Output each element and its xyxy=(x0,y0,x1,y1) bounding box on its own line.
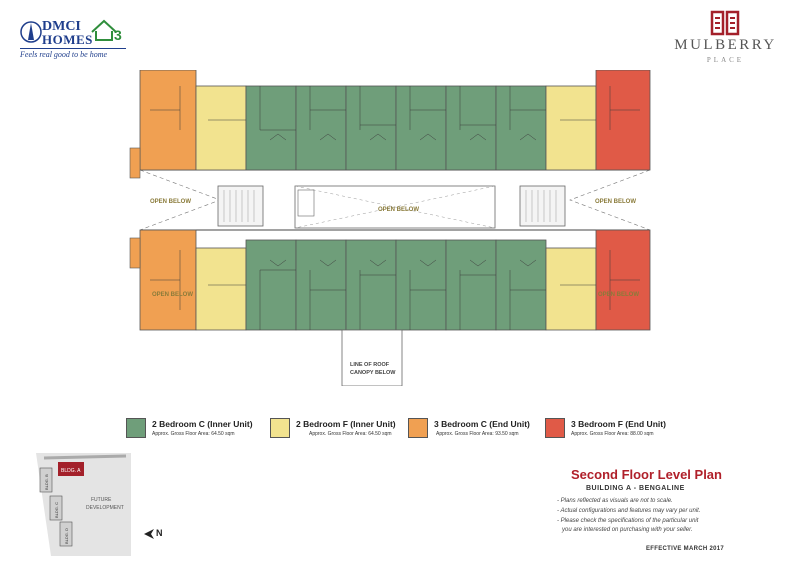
legend-swatch-3br-c xyxy=(408,418,428,438)
open-below-sw-label: OPEN BELOW xyxy=(152,292,193,298)
future-development-line1: FUTURE xyxy=(91,497,112,503)
roof-canopy-label-line2: CANOPY BELOW xyxy=(350,370,396,376)
roof-canopy-label-line1: LINE OF ROOF xyxy=(350,362,390,368)
bldg-a-label: BLDG. A xyxy=(61,468,81,474)
bldg-c-label: BLDG. C xyxy=(54,502,59,518)
legend-area-2br-c: Approx. Gross Floor Area: 64.50 sqm xyxy=(152,431,235,437)
legend-swatch-2br-f xyxy=(270,418,290,438)
unit-row-south xyxy=(129,229,651,331)
unit-2br-c-n6 xyxy=(495,85,547,171)
plan-corridor xyxy=(139,169,651,231)
project-subname: PLACE xyxy=(706,56,745,64)
legend-swatch-3br-f xyxy=(545,418,565,438)
project-name: MULBERRY xyxy=(674,37,777,53)
open-below-right-label: OPEN BELOW xyxy=(595,199,636,205)
dmci-emblem-icon xyxy=(20,21,42,43)
unit-2br-c-s3 xyxy=(345,239,397,331)
unit-2br-f-se xyxy=(545,247,597,331)
note-4: you are interested on purchasing with yo… xyxy=(562,527,693,533)
floor-plan: OPEN BELOW OPEN BELOW OPEN BELOW OPEN BE… xyxy=(129,70,651,386)
north-label: N xyxy=(156,528,163,538)
dmci-wordmark: DMCI HOMES xyxy=(42,19,93,47)
legend-area-2br-f: Approx. Gross Floor Area: 64.50 sqm xyxy=(309,431,392,437)
dmci-rule xyxy=(20,48,126,49)
bldg-b-block xyxy=(39,467,53,493)
legend-area-3br-c: Approx. Gross Floor Area: 93.50 sqm xyxy=(436,431,519,437)
plan-title: Second Floor Level Plan xyxy=(571,467,722,482)
open-below-se-label: OPEN BELOW xyxy=(598,292,639,298)
unit-2br-c-s1 xyxy=(245,239,297,331)
mulberry-place-logo: MULBERRY PLACE xyxy=(668,10,783,72)
legend-swatch-2br-c xyxy=(126,418,146,438)
unit-2br-f-ne xyxy=(545,85,597,171)
bldg-b-label: BLDG. B xyxy=(44,474,49,490)
open-below-center-label: OPEN BELOW xyxy=(378,207,419,213)
note-3: - Please check the specifications of the… xyxy=(557,518,699,524)
unit-2br-c-s2 xyxy=(295,239,347,331)
unit-row-north xyxy=(129,70,651,179)
legend-title-2br-f: 2 Bedroom F (Inner Unit) xyxy=(296,419,396,429)
note-1: - Plans reflected as visuals are not to … xyxy=(557,498,673,504)
note-2: - Actual configurations and features may… xyxy=(557,508,701,514)
dmci-homes-logo: DMCI HOMES 3 Feels real good to be home xyxy=(20,18,130,64)
bldg-d-label: BLDG. D xyxy=(64,528,69,544)
north-arrow-icon xyxy=(144,529,154,539)
unit-2br-c-s5 xyxy=(445,239,497,331)
unit-2br-c-n4 xyxy=(395,85,447,171)
unit-2br-c-s6 xyxy=(495,239,547,331)
unit-2br-c-n3 xyxy=(345,85,397,171)
effective-date: EFFECTIVE MARCH 2017 xyxy=(646,546,725,552)
legend-title-3br-c: 3 Bedroom C (End Unit) xyxy=(434,419,530,429)
open-below-left-label: OPEN BELOW xyxy=(150,199,191,205)
bldg-a-block xyxy=(58,462,84,476)
dmci-tagline: Feels real good to be home xyxy=(20,50,108,59)
house-icon: 3 xyxy=(91,19,122,43)
unit-2br-f-nw xyxy=(195,85,247,171)
roof-canopy xyxy=(341,329,403,386)
dmci-name-line2: HOMES xyxy=(42,32,93,47)
bldg-c-block xyxy=(49,495,63,521)
unit-3br-c-nw xyxy=(139,70,197,171)
location-map: BLDG. A BLDG. B BLDG. C BLDG. D FUTURE D… xyxy=(36,453,131,556)
unit-2br-c-s4 xyxy=(395,239,447,331)
north-arrow: N xyxy=(142,527,172,543)
unit-2br-f-sw xyxy=(195,247,247,331)
legend-area-3br-f: Approx. Gross Floor Area: 88.00 sqm xyxy=(571,431,654,437)
unit-2br-c-n2 xyxy=(295,85,347,171)
unit-2br-c-n1 xyxy=(245,85,297,171)
svg-text:3: 3 xyxy=(114,27,122,43)
dmci-name-line1: DMCI xyxy=(42,19,81,34)
legend-title-2br-c: 2 Bedroom C (Inner Unit) xyxy=(152,419,253,429)
future-development-line2: DEVELOPMENT xyxy=(86,505,124,511)
unit-2br-c-n5 xyxy=(445,85,497,171)
mulberry-emblem-icon xyxy=(710,10,740,36)
plan-subtitle: BUILDING A - BENGALINE xyxy=(586,485,685,492)
legend-title-3br-f: 3 Bedroom F (End Unit) xyxy=(571,419,666,429)
bldg-d-block xyxy=(59,521,73,547)
unit-3br-f-ne xyxy=(595,70,651,171)
